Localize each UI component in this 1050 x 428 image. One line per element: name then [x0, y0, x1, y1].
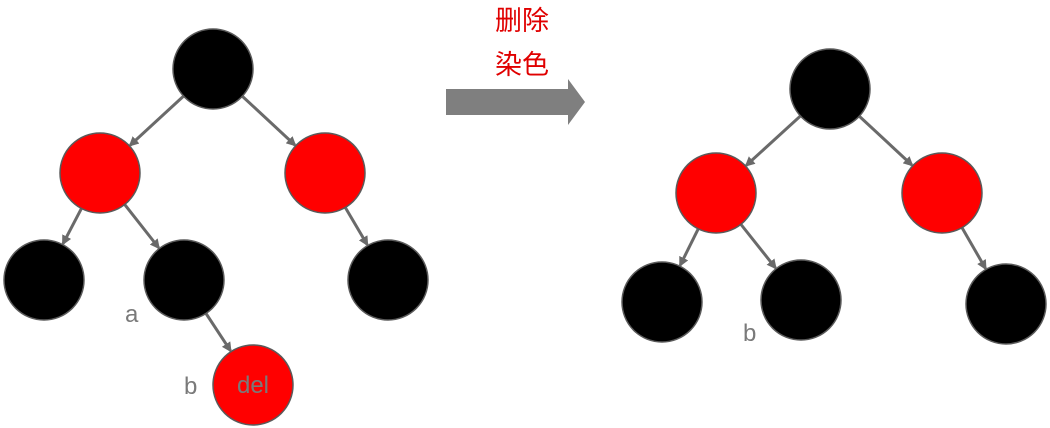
tree-node-after-RR-black: [965, 263, 1047, 345]
tree-node-before-root-black: [172, 28, 254, 110]
operation-caption-delete: 删除: [495, 6, 549, 37]
tree-edge-after-root-L: [744, 113, 803, 167]
tree-edge-before-LR-DEL: [203, 310, 232, 353]
tree-node-before-R-red: [284, 132, 366, 214]
tree-edge-before-L-LL: [61, 205, 84, 246]
label-a: a: [125, 301, 139, 328]
label-b: b: [184, 373, 197, 400]
tree-node-after-L-red: [675, 152, 757, 234]
tree-node-after-LL-black: [621, 261, 703, 343]
tree-edge-before-R-RR: [342, 204, 369, 247]
tree-edge-before-L-LR: [122, 201, 160, 250]
tree-before-deletion: [3, 28, 429, 426]
tree-node-before-LL-black: [3, 239, 85, 321]
tree-edge-after-R-RR: [959, 225, 987, 271]
tree-after-deletion: [621, 48, 1047, 345]
tree-edge-before-root-L: [128, 93, 187, 147]
tree-node-before-DEL-red: [212, 344, 294, 426]
tree-node-before-LR-black: [143, 239, 225, 321]
tree-node-after-LR-black: [760, 259, 842, 341]
tree-node-before-L-red: [59, 132, 141, 214]
operation-caption-recolor: 染色: [495, 50, 549, 81]
tree-edge-before-root-R: [239, 93, 297, 147]
label-b-after: b: [743, 320, 756, 347]
transform-arrow: [446, 79, 585, 125]
tree-node-after-R-red: [901, 152, 983, 234]
tree-node-after-root-black: [789, 48, 871, 130]
tree-edge-after-L-LR: [738, 221, 777, 270]
tree-edge-after-root-R: [856, 113, 914, 167]
tree-edge-after-L-LL: [678, 226, 701, 268]
tree-node-before-RR-black: [347, 239, 429, 321]
label-del: del: [237, 372, 269, 399]
